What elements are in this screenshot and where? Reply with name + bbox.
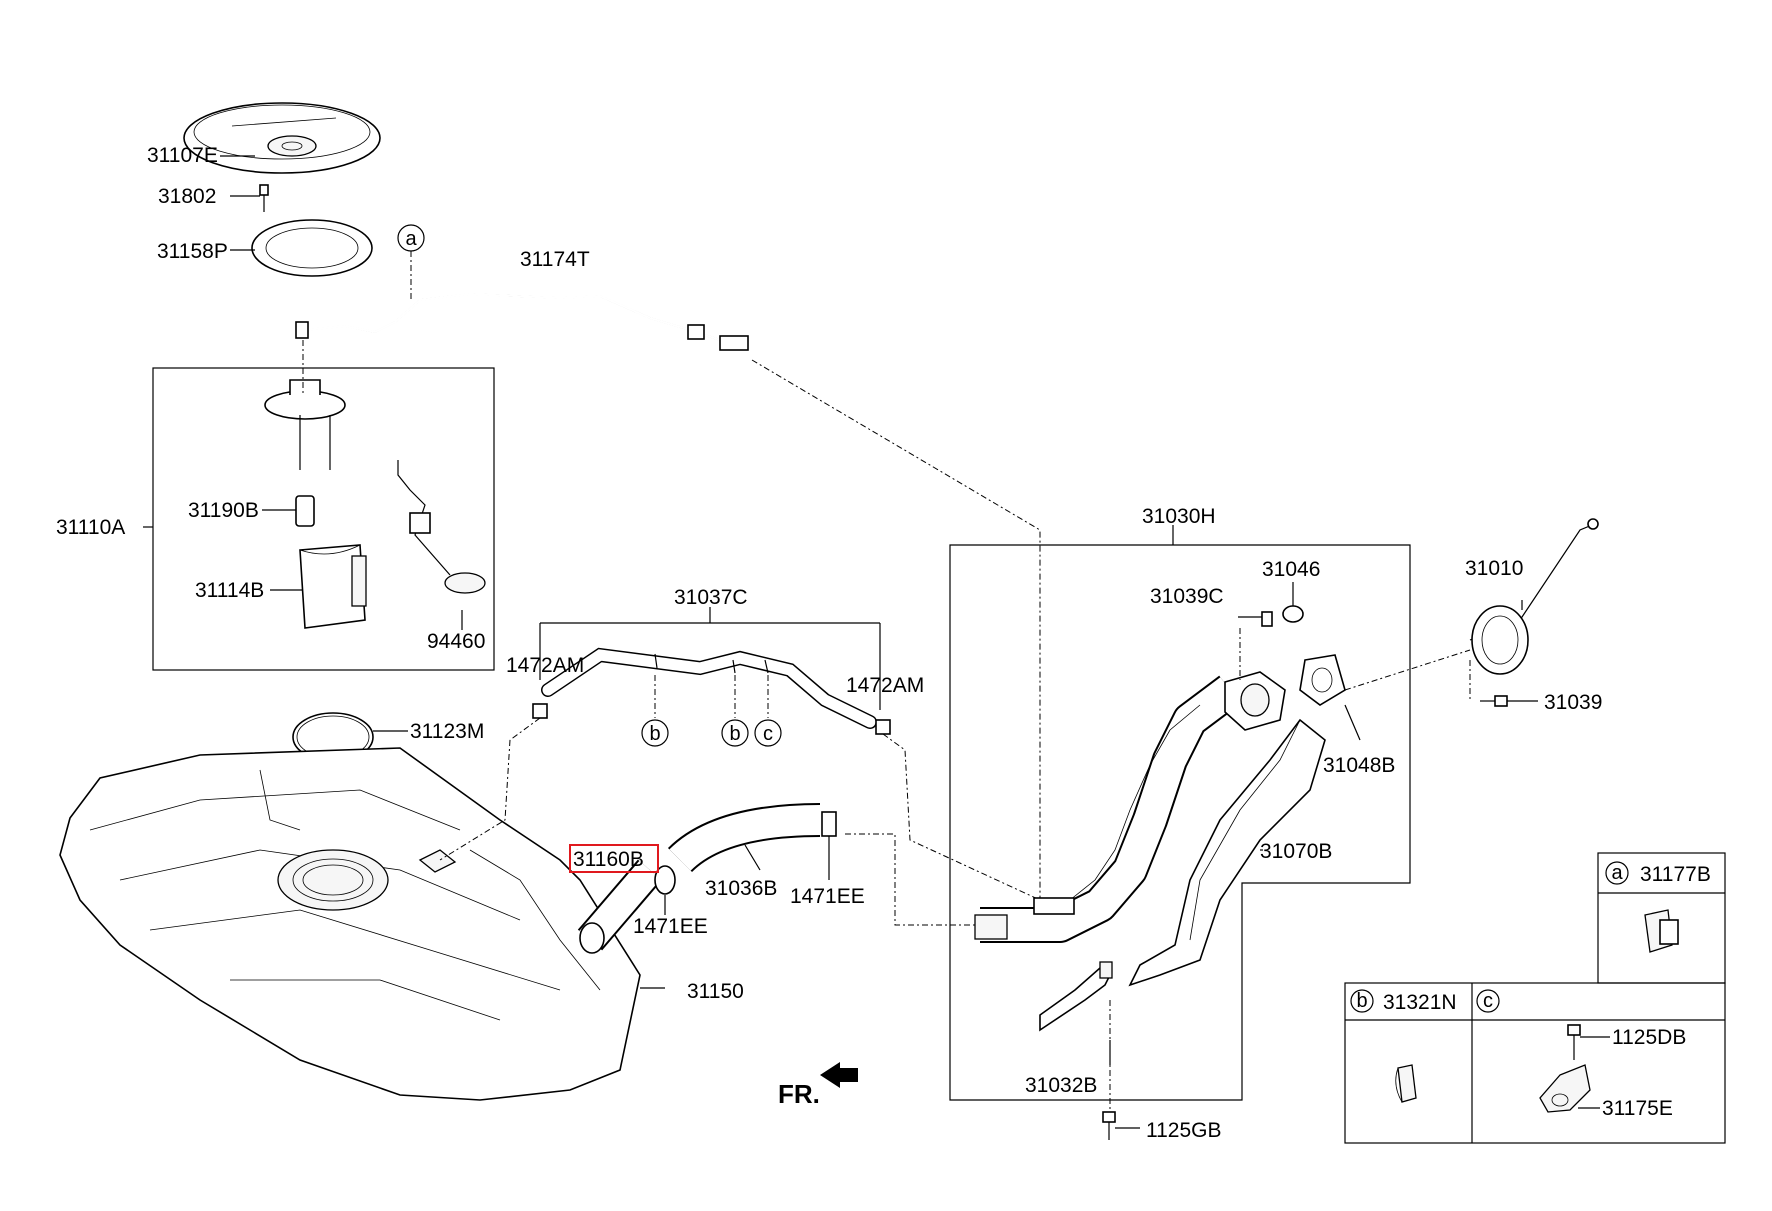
label-31010: 31010 [1465, 557, 1523, 580]
label-31123M: 31123M [410, 720, 484, 743]
svg-text:FR.: FR. [778, 1079, 820, 1109]
part-31070B-shield[interactable] [1128, 718, 1326, 987]
callout-a-top: a [397, 224, 425, 300]
bracket-31037C [539, 607, 881, 710]
part-31048B-gasket[interactable] [1299, 654, 1346, 706]
part-31114B-reservoir[interactable] [299, 544, 367, 629]
callout-c-1: c [754, 675, 782, 747]
front-direction-indicator: FR. [778, 1062, 858, 1109]
part-31037C-vent-hose[interactable] [541, 647, 877, 729]
part-filler-neck[interactable] [974, 675, 1241, 943]
legend-b-part: 31321N [1383, 991, 1457, 1014]
legend-c-part-1: 1125DB [1612, 1026, 1686, 1049]
legend-box-bc: b 31321N c 1125DB 31175E [1344, 982, 1726, 1144]
part-31190B-filter[interactable] [295, 495, 315, 527]
svg-text:b: b [1356, 990, 1367, 1012]
part-31174T-fuel-line[interactable] [295, 292, 749, 351]
label-1471EE-right: 1471EE [790, 885, 865, 908]
part-1472AM-clamp-right[interactable] [875, 719, 891, 735]
part-31039-screw[interactable] [1480, 695, 1508, 707]
part-31158P-ring[interactable] [251, 219, 373, 277]
label-31110A: 31110A [56, 516, 125, 539]
label-31037C: 31037C [674, 586, 748, 609]
label-31039: 31039 [1544, 691, 1602, 714]
part-31036B-filler-hose[interactable] [667, 803, 821, 873]
label-31107E: 31107E [147, 144, 218, 167]
clip-31177B-icon [1644, 909, 1679, 953]
label-31174T: 31174T [520, 248, 590, 271]
part-31032B-bracket[interactable] [1039, 961, 1113, 1032]
part-31046-cap[interactable] [1282, 605, 1304, 623]
callout-b-1: b [641, 675, 669, 747]
label-1472AM-left: 1472AM [506, 654, 584, 677]
part-31010-fuel-cap[interactable] [1469, 518, 1599, 675]
label-31030H: 31030H [1142, 505, 1216, 528]
part-1472AM-clamp-left[interactable] [532, 703, 548, 719]
label-1125GB: 1125GB [1146, 1119, 1222, 1142]
svg-text:a: a [405, 228, 417, 250]
assembly-box-31030H [949, 544, 1411, 1101]
label-31036B: 31036B [705, 877, 777, 900]
part-1125GB-bolt[interactable] [1102, 1000, 1116, 1140]
label-31114B: 31114B [195, 579, 264, 602]
label-31048B: 31048B [1323, 754, 1395, 777]
label-31190B: 31190B [188, 499, 259, 522]
svg-text:a: a [1611, 862, 1623, 884]
label-31158P: 31158P [157, 240, 228, 263]
label-31160B: 31160B [573, 848, 644, 871]
label-31046: 31046 [1262, 558, 1320, 581]
legend-c-part-2: 31175E [1602, 1097, 1673, 1120]
label-31032B: 31032B [1025, 1074, 1097, 1097]
clip-31175E-icon [1539, 1024, 1591, 1113]
legend-box-a: a 31177B [1597, 852, 1726, 984]
label-31039C: 31039C [1150, 585, 1224, 608]
part-filler-housing[interactable] [1224, 671, 1286, 731]
part-1471EE-clamp-right[interactable] [821, 811, 837, 858]
highlight-31160B [569, 844, 659, 873]
part-31150-fuel-tank[interactable] [59, 747, 641, 1101]
label-94460: 94460 [427, 630, 485, 653]
clip-31321N-icon [1395, 1064, 1417, 1103]
callout-b-2: b [721, 675, 749, 747]
part-fuel-pump-flange[interactable] [264, 379, 346, 470]
leader-lines [143, 155, 1538, 1129]
part-31039C-clip[interactable] [1238, 611, 1273, 680]
svg-text:b: b [649, 723, 660, 745]
part-31160B-filler-pipe[interactable] [577, 859, 663, 954]
assembly-box-31110A [152, 367, 495, 671]
part-31802-bolt[interactable] [259, 184, 269, 212]
legend-a-part: 31177B [1640, 863, 1711, 886]
label-1472AM-right: 1472AM [846, 674, 924, 697]
label-1471EE-left: 1471EE [633, 915, 708, 938]
svg-text:b: b [729, 723, 740, 745]
label-31070B: 31070B [1260, 840, 1332, 863]
label-31802: 31802 [158, 185, 216, 208]
part-94460-sender[interactable] [397, 460, 486, 594]
label-31150: 31150 [687, 980, 744, 1003]
svg-text:c: c [763, 723, 773, 745]
part-1471EE-clamp-left[interactable] [654, 865, 676, 895]
svg-text:c: c [1483, 990, 1493, 1012]
